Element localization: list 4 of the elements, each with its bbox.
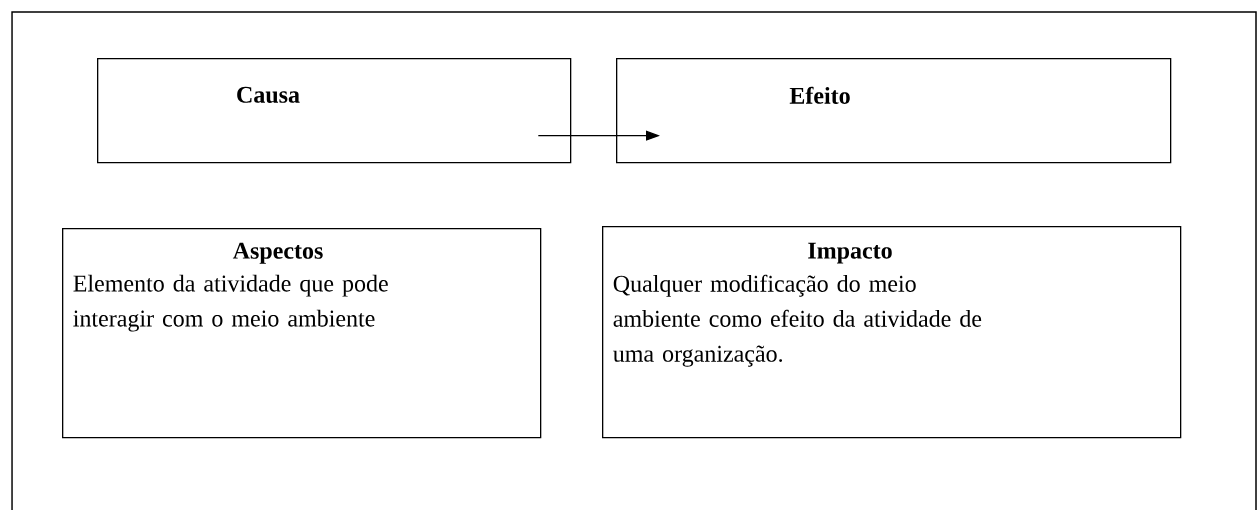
text-box: Efeito xyxy=(616,58,1172,164)
text-box: Aspectos Elemento da atividade que pode interagir com o meio ambiente xyxy=(62,228,542,439)
text-box: Impacto Qualquer modificação do meio ambiente como efeito da atividade de uma organização. xyxy=(602,226,1182,439)
text-box: Causa xyxy=(97,58,572,164)
